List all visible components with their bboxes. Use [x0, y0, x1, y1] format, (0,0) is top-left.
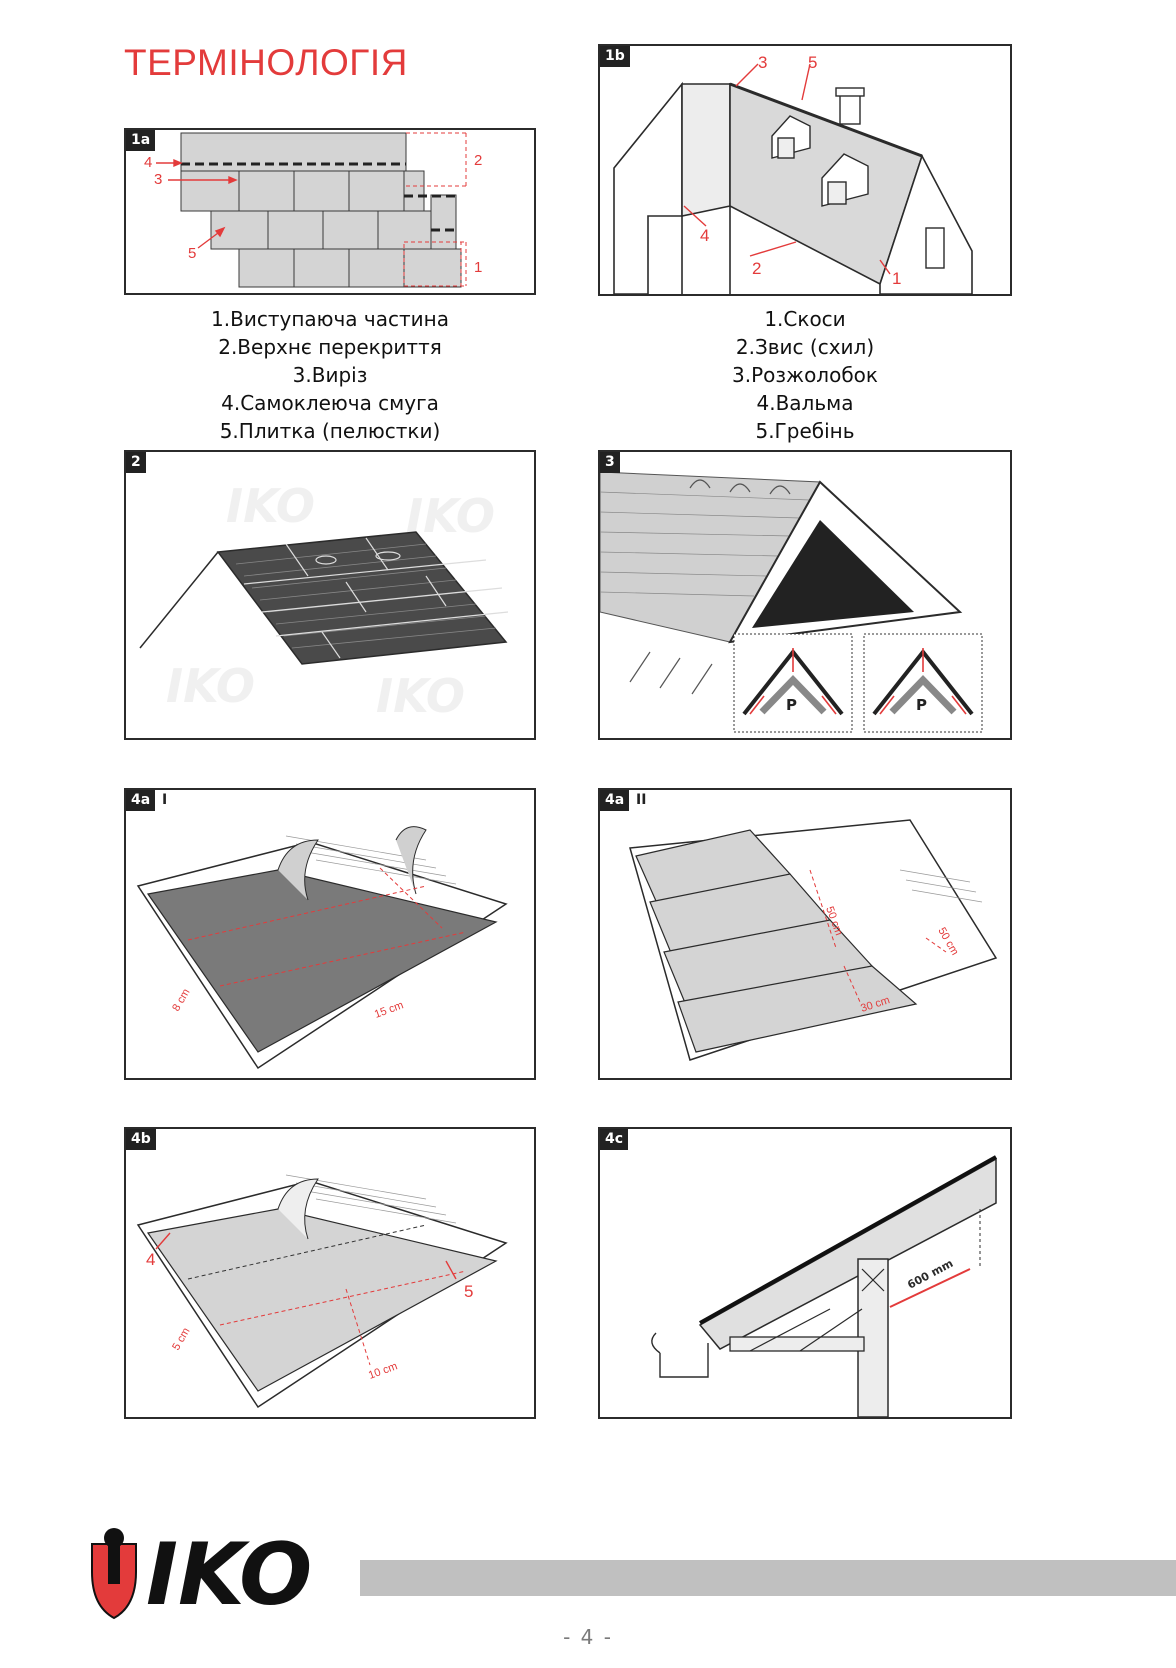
figure-subtag: II — [636, 792, 647, 808]
measure-label: 5 cm — [170, 1326, 192, 1353]
figure-subtag: I — [162, 792, 168, 808]
iko-logo: IKO — [86, 1524, 386, 1628]
figure-tag: 1b — [600, 46, 630, 67]
callout-1: 1 — [474, 259, 482, 276]
measure-label: 8 cm — [170, 987, 192, 1014]
shingle-diagram: 2 1 3 4 5 — [144, 132, 482, 288]
figure-tag: 2 — [126, 452, 146, 473]
measure-label: 10 cm — [367, 1360, 399, 1382]
callout-4: 4 — [146, 1250, 155, 1269]
page-title: ТЕРМІНОЛОГІЯ — [124, 42, 408, 83]
legend-left: 1.Виступаюча частина 2.Верхнє перекриття… — [130, 305, 530, 445]
legend-item: 1.Скоси — [764, 307, 846, 331]
legend-item: 5.Гребінь — [755, 419, 855, 443]
callout-3: 3 — [758, 53, 767, 72]
starter-strip-illustration: 4 5 5 cm 10 cm — [136, 1174, 508, 1409]
legend-item: 3.Виріз — [292, 363, 368, 387]
knight-shield-icon: IKO — [91, 1525, 312, 1625]
panel-label-p: P — [916, 696, 927, 714]
callout-1: 1 — [892, 269, 901, 288]
legend-item: 2.Звис (схил) — [735, 335, 875, 359]
wood-deck-illustration: IKO IKO IKO IKO — [139, 479, 509, 723]
brand-name: IKO — [146, 1525, 312, 1624]
figure-tag: 4a — [126, 790, 156, 811]
figure-tag: 4c — [600, 1129, 629, 1150]
callout-5: 5 — [808, 53, 817, 72]
figure-2-roof-deck: 2 IKO IKO IKO IKO — [124, 450, 536, 740]
watermark: IKO — [376, 669, 465, 723]
callout-4: 4 — [700, 226, 709, 245]
ventilation-illustration: P P — [600, 471, 983, 733]
callout-5: 5 — [464, 1282, 473, 1301]
callout-2: 2 — [752, 259, 761, 278]
watermark: IKO — [226, 479, 315, 533]
figure-1b-roof-terms: 1b 3 5 4 — [598, 44, 1012, 296]
legend-item: 3.Розжолобок — [732, 363, 878, 387]
watermark: IKO — [406, 489, 495, 543]
measure-label: 15 cm — [373, 999, 405, 1021]
callout-3: 3 — [154, 171, 162, 188]
page-number: - 4 - — [563, 1625, 613, 1649]
legend-item: 4.Вальма — [756, 391, 854, 415]
legend-item: 5.Плитка (пелюстки) — [219, 419, 441, 443]
figure-4c-rafter-spacing: 4c 600 mm — [598, 1127, 1012, 1419]
measure-label: 600 mm — [905, 1257, 955, 1292]
figure-tag: 4a — [600, 790, 630, 811]
figure-4a-ii-underlay: 4a II 50 cm 50 cm 30 cm — [598, 788, 1012, 1080]
legend-right: 1.Скоси 2.Звис (схил) 3.Розжолобок 4.Вал… — [605, 305, 1005, 445]
figure-tag: 3 — [600, 452, 620, 473]
eaves-illustration: 600 mm — [651, 1155, 997, 1417]
figure-tag: 1a — [126, 130, 156, 151]
underlay-stepped-illustration: 50 cm 50 cm 30 cm — [629, 819, 998, 1061]
watermark: IKO — [166, 659, 255, 713]
figure-tag: 4b — [126, 1129, 156, 1150]
figure-4a-i-underlay: 4a I 8 cm 15 cm — [124, 788, 536, 1080]
figure-4b-starter: 4b 4 5 5 cm 10 cm — [124, 1127, 536, 1419]
callout-5: 5 — [188, 245, 196, 262]
house-diagram: 3 5 4 2 1 — [613, 53, 973, 294]
panel-label-p: P — [786, 696, 797, 714]
callout-4: 4 — [144, 154, 152, 171]
legend-item: 1.Виступаюча частина — [211, 307, 449, 331]
footer-bar — [360, 1560, 1176, 1596]
legend-item: 2.Верхнє перекриття — [218, 335, 442, 359]
underlay-illustration: 8 cm 15 cm — [136, 826, 508, 1070]
figure-1a-shingle-terms: 1a — [124, 128, 536, 295]
figure-3-ventilation: 3 P P — [598, 450, 1012, 740]
callout-2: 2 — [474, 152, 482, 169]
legend-item: 4.Самоклеюча смуга — [221, 391, 439, 415]
